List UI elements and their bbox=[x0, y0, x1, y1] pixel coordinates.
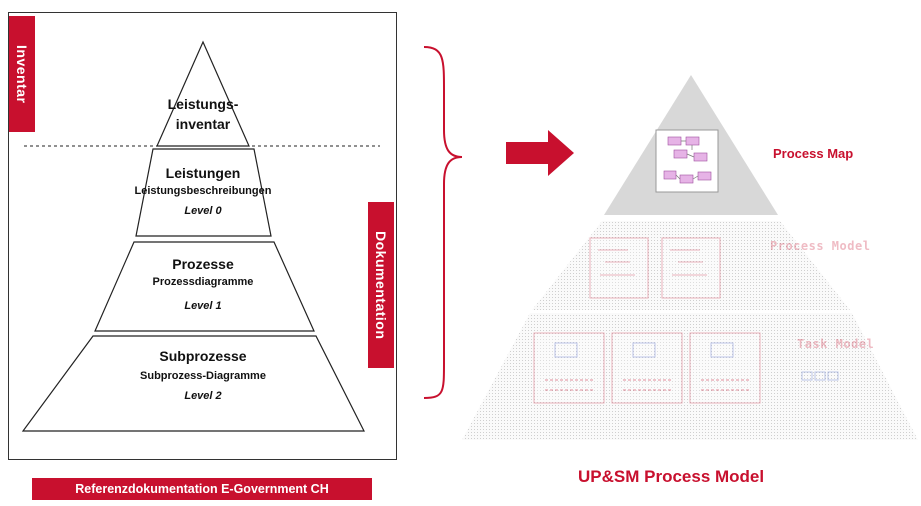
pyramid-task-model bbox=[462, 313, 918, 440]
level-0-title: Leistungen bbox=[165, 165, 241, 181]
level-2-subtitle: Subprozess-Diagramme bbox=[140, 370, 266, 382]
pyramid-level-0 bbox=[135, 148, 272, 237]
level-inventar-title: Leistungs- inventar bbox=[150, 94, 256, 134]
level-2-title: Subprozesse bbox=[159, 348, 247, 364]
level-2-label: Level 2 bbox=[184, 390, 222, 402]
referenzdokumentation-label: Referenzdokumentation E-Government CH bbox=[32, 478, 372, 500]
level-1-subtitle: Prozessdiagramme bbox=[152, 276, 254, 288]
level-2-text: Subprozesse Subprozess-Diagramme Level 2 bbox=[110, 348, 296, 402]
task-model-thumbnails bbox=[533, 332, 839, 404]
level-1-title: Prozesse bbox=[172, 256, 234, 272]
task-model-label: Task Model bbox=[797, 337, 875, 351]
pyramid-apex bbox=[156, 40, 250, 147]
pyramid-level-1 bbox=[94, 241, 315, 332]
pyramid-level-2 bbox=[21, 335, 365, 432]
process-map-thumbnail-icon bbox=[655, 129, 719, 193]
level-inventar-line2: inventar bbox=[175, 116, 231, 132]
inventar-tab-label: Inventar bbox=[14, 44, 30, 104]
level-0-text: Leistungen Leistungsbeschreibungen Level… bbox=[120, 165, 286, 217]
inventar-tab: Inventar bbox=[9, 16, 35, 132]
up-sm-process-model-title: UP&SM Process Model bbox=[578, 467, 765, 486]
level-0-label: Level 0 bbox=[184, 205, 222, 217]
dokumentation-tab-label: Dokumentation bbox=[373, 230, 389, 340]
level-inventar-line1: Leistungs- bbox=[167, 96, 239, 112]
dokumentation-tab: Dokumentation bbox=[368, 202, 394, 368]
process-map-label: Process Map bbox=[773, 146, 854, 161]
level-0-subtitle: Leistungsbeschreibungen bbox=[134, 185, 272, 197]
referenzdokumentation-text: Referenzdokumentation E-Government CH bbox=[75, 482, 329, 496]
process-model-thumbnails bbox=[589, 237, 721, 299]
level-1-text: Prozesse Prozessdiagramme Level 1 bbox=[120, 256, 286, 312]
level-1-label: Level 1 bbox=[184, 300, 222, 312]
pyramid-process-model bbox=[532, 221, 850, 310]
process-model-label: Process Model bbox=[770, 239, 871, 253]
